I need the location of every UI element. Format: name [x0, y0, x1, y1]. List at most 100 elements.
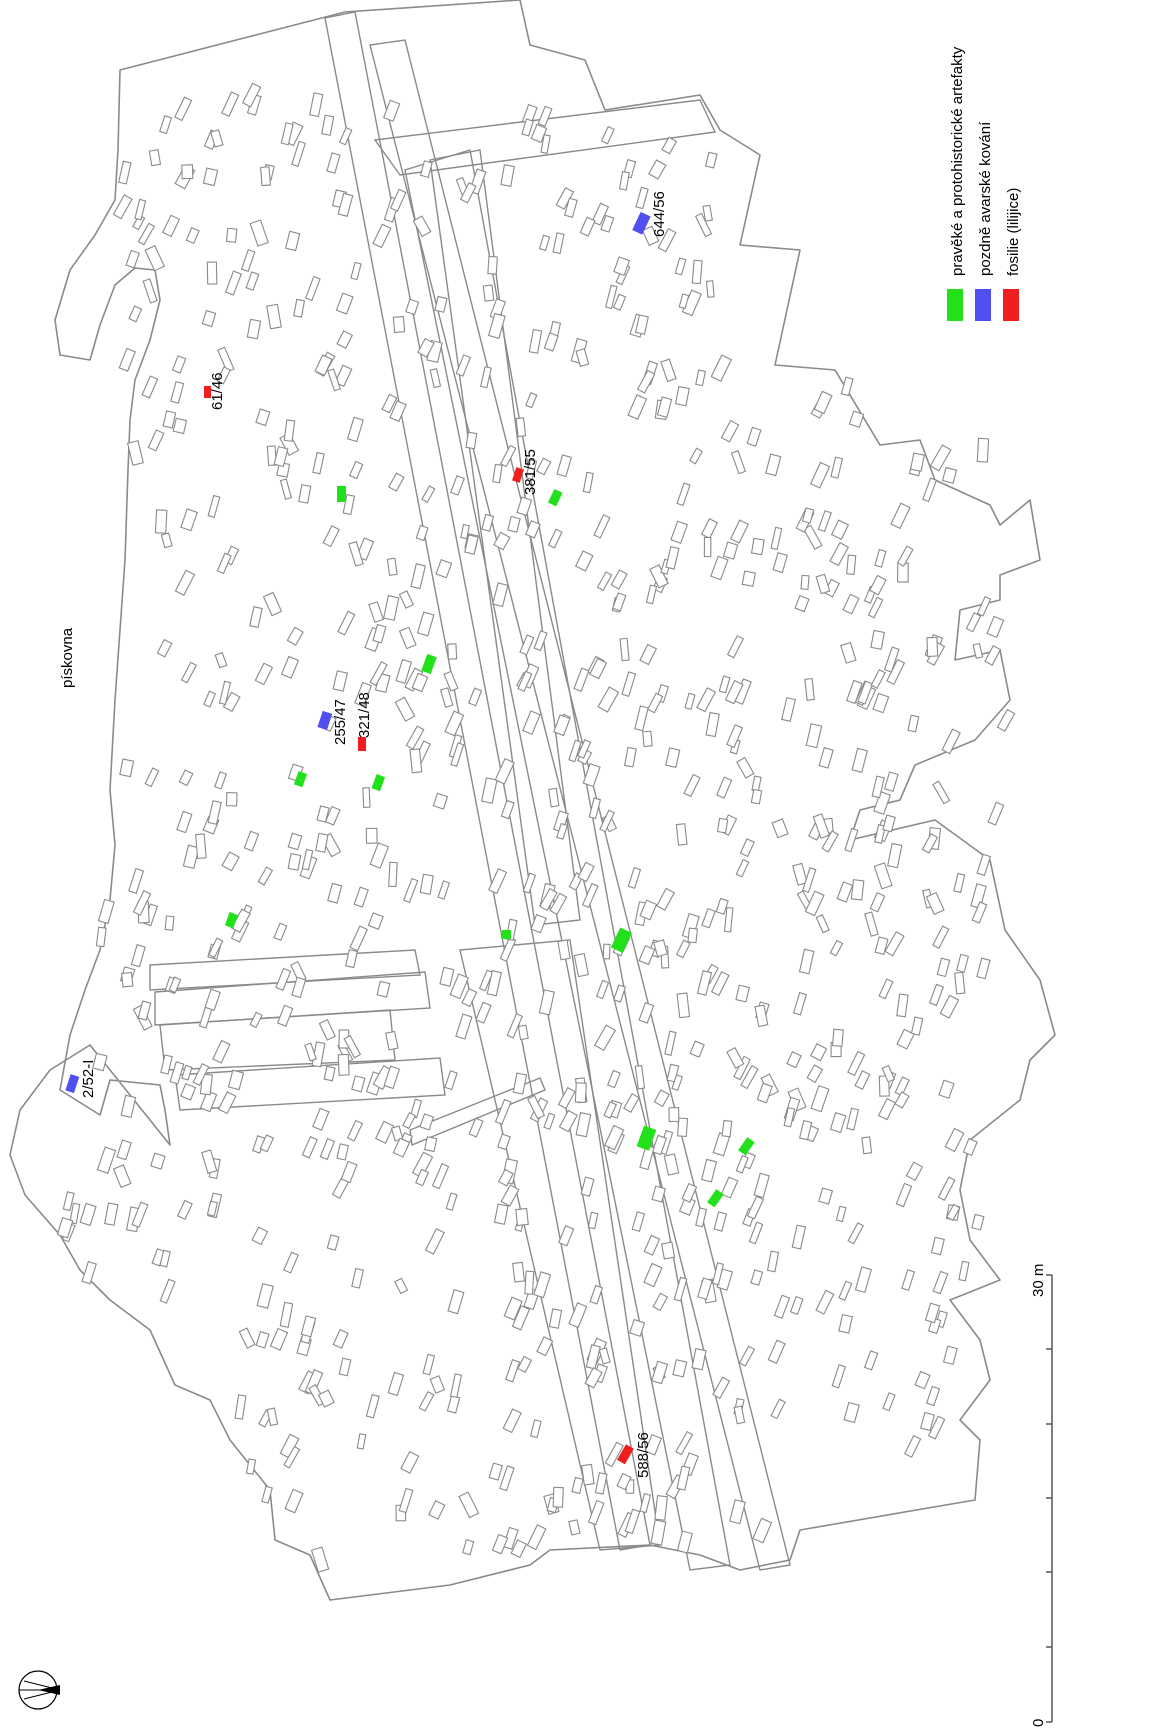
grave-pit: [929, 444, 952, 472]
grave-pit: [804, 890, 825, 917]
grave-pit: [326, 1234, 340, 1251]
grave-pit: [283, 1445, 301, 1469]
grave-pit: [660, 358, 677, 383]
grave-pit: [112, 1164, 132, 1189]
grave-marker-381-55[interactable]: [512, 467, 524, 483]
grave-pit: [882, 1392, 896, 1412]
grave-pit: [480, 366, 492, 389]
grave-pit: [894, 1091, 910, 1109]
grave-pit: [613, 256, 631, 277]
grave-pit: [652, 1292, 669, 1312]
grave-pit: [750, 788, 763, 805]
grave-pit: [218, 680, 232, 706]
grave-pit: [444, 710, 465, 737]
grave-pit: [843, 1401, 860, 1424]
grave-pit: [273, 445, 289, 468]
grave-pit: [845, 679, 863, 705]
grave-pit: [610, 569, 628, 590]
grave-label-321-48: 321/48: [356, 692, 373, 738]
artifact-marker[interactable]: [421, 653, 437, 675]
grave-pit: [315, 832, 329, 853]
grave-pit: [549, 892, 568, 916]
grave-pit: [160, 532, 173, 549]
grave-pit: [932, 780, 951, 805]
grave-pit: [162, 410, 177, 429]
grave-pit: [516, 496, 533, 517]
grave-pit: [976, 957, 991, 980]
artifact-marker[interactable]: [224, 912, 239, 929]
grave-pit: [623, 746, 637, 768]
grave-pit: [926, 636, 939, 657]
grave-pit: [847, 1050, 866, 1077]
artifact-marker[interactable]: [337, 486, 346, 502]
grave-pit: [729, 1499, 746, 1525]
grave-pit: [575, 1112, 592, 1138]
grave-pit: [976, 595, 992, 617]
grave-pit: [519, 634, 535, 656]
artifact-marker[interactable]: [610, 927, 632, 953]
grave-pit: [96, 1146, 117, 1174]
grave-pit: [701, 1158, 718, 1183]
grave-pit: [689, 1040, 705, 1058]
grave-pit: [144, 767, 160, 788]
grave-pit: [675, 939, 691, 959]
grave-pit: [689, 447, 703, 465]
grave-pit: [502, 1526, 519, 1550]
grave-marker-644-56[interactable]: [632, 211, 651, 235]
grave-pit: [199, 1073, 214, 1096]
grave-pit: [681, 1182, 698, 1203]
grave-pit: [478, 969, 494, 992]
grave-pit: [398, 626, 417, 650]
artifact-marker[interactable]: [293, 771, 308, 788]
grave-pit: [624, 1508, 641, 1535]
grave-marker-61-46[interactable]: [204, 386, 211, 398]
grave-pit: [627, 394, 648, 420]
grave-pit: [792, 862, 808, 886]
grave-marker-2-52-i[interactable]: [65, 1074, 80, 1094]
grave-pit: [735, 984, 750, 1003]
grave-pit: [353, 886, 369, 908]
grave-pit: [602, 943, 611, 960]
grave-pit: [402, 877, 419, 904]
grave-marker-321-48[interactable]: [358, 737, 366, 751]
grave-pit: [676, 1465, 691, 1491]
artifact-marker[interactable]: [738, 1137, 755, 1156]
grave-pit: [266, 445, 277, 467]
artifact-marker[interactable]: [547, 488, 563, 507]
grave-pit: [216, 552, 232, 575]
artifact-marker[interactable]: [371, 774, 386, 792]
grave-pit: [984, 644, 1002, 666]
grave-pit: [181, 1064, 193, 1081]
grave-pit: [262, 591, 283, 617]
grave-pit: [394, 696, 416, 722]
grave-pit: [447, 1289, 465, 1315]
grave-pit: [650, 1519, 667, 1546]
grave-pit: [172, 417, 188, 435]
artifact-marker[interactable]: [707, 1189, 724, 1208]
grave-pit: [842, 593, 860, 615]
grave-pit: [492, 582, 509, 608]
grave-pit: [372, 623, 387, 644]
grave-pit: [429, 1375, 446, 1394]
grave-pit: [276, 1004, 294, 1027]
grave-marker-255-47[interactable]: [317, 710, 333, 731]
grave-pit: [176, 810, 193, 834]
grave-pit: [131, 1201, 149, 1228]
scale-end-label: 30 m: [1030, 1264, 1047, 1297]
grave-pit: [613, 984, 627, 1003]
grave-pit: [697, 1277, 713, 1300]
grave-pit: [773, 1294, 791, 1319]
grave-pit: [702, 204, 713, 222]
grave-pit: [716, 776, 733, 799]
grave-pit: [676, 1530, 693, 1554]
grave-marker-588-56[interactable]: [617, 1444, 634, 1465]
grave-pit: [649, 564, 669, 589]
grave-pit: [389, 400, 407, 423]
grave-pit: [201, 309, 217, 328]
grave-pit: [181, 164, 194, 180]
grave-pit: [326, 152, 341, 174]
grave-pit: [585, 1344, 601, 1370]
artifact-marker[interactable]: [636, 1125, 657, 1151]
grave-pit: [718, 675, 731, 694]
artifact-marker[interactable]: [502, 930, 511, 939]
